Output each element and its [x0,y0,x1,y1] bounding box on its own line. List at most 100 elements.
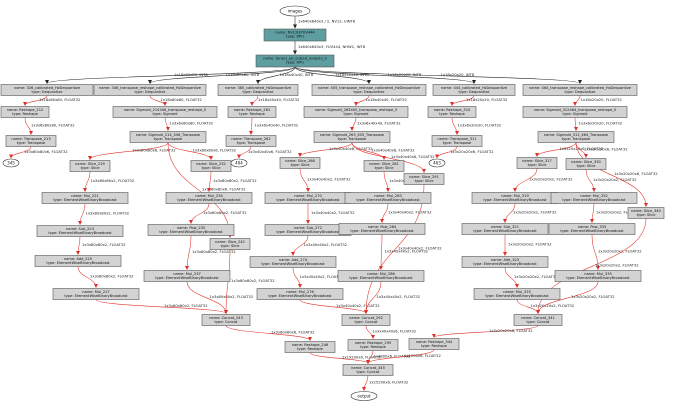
node-type: type: Concat [215,320,239,324]
edge-c292-to-r295 [365,325,375,339]
edge-label: 1x3x40x40x6, FLOAT32 [329,147,373,151]
node-type: type: ElementWiseBinaryBroadcast [560,229,624,233]
edge-label: 1x3x40x40x2, FLOAT32 [307,178,351,182]
edge-tn-to-q326 [45,66,296,84]
node-images[interactable]: images [279,5,311,17]
node-type: type: ElementWiseBinaryBroadcast [64,294,128,298]
node-output[interactable]: output [350,391,378,401]
edge-label: 1x3x80x80x2, FLOAT32 [231,279,275,283]
node-name: name: Mul_270 [294,194,322,198]
edge-label: 1x18x20x20, INT8 [441,73,475,77]
edge-label: 1x3x80x80x2, FLOAT32 [210,295,254,299]
node-q464[interactable]: name: 464_transpose_reshape_calibrated_H… [522,84,638,96]
edge-label: 1x3x80x80x6, FLOAT32 [132,149,176,153]
edge-t213-to-o345 [9,146,32,159]
edge-label: 1x3x80x80x2, FLOAT32 [91,179,135,183]
node-o463[interactable]: 463 [428,158,446,168]
node-type: type: ElementWiseBinaryBroadcast [177,198,241,202]
edge-label: 1x3x80x80x2, FLOAT32 [192,250,236,254]
node-type: type: ElementWiseBinaryBroadcast [349,276,413,280]
edge-r261-to-t262 [249,117,254,135]
edge-m332-to-pw333 [590,203,595,223]
node-name: name: 385_calibrated_HzDequantize [225,86,292,90]
node-type: type: Dequantize [135,90,167,94]
node-name: name: Concat_345 [351,366,385,370]
edge-label: 1x3x20x20x2, FLOAT32 [531,304,575,308]
edge-label: 1x18x80x80, INT8 [226,73,260,77]
edge-m221-to-sb223 [78,203,86,225]
edge-pw284-to-m286 [379,234,384,270]
node-sg312[interactable]: name: Sigmoid_312464_transpose_reshape_0… [522,106,628,118]
node-o404[interactable]: 404 [230,158,248,168]
edge-label: 1x3x40x40x2, FLOAT32 [304,243,348,247]
node-name: name: Pow_235 [177,226,205,230]
node-sg214[interactable]: name: Sigmoid_214346_transpose_reshape_0… [112,106,218,118]
edge-label: 1x1200x6, FLOAT32 [404,354,441,358]
node-name: name: 346_transpose_reshape_calibrated_H… [99,86,202,90]
edge-label: 1x18x20x20, FLOAT32 [466,98,507,102]
node-q405[interactable]: name: 405_transpose_reshape_calibrated_H… [311,84,427,96]
node-name: name: Sigmoid_312_464_Transpose [544,133,609,137]
node-o345[interactable]: 345 [2,158,20,168]
node-label: 404 [235,160,243,165]
node-name: name: Slice_291 [409,175,439,179]
edge-q346-to-sg214 [149,95,167,106]
node-sg263[interactable]: name: Sigmoid_263405_transpose_reshape_0… [303,106,409,118]
node-name: name: Mul_286 [367,272,395,276]
node-q346[interactable]: name: 346_transpose_reshape_calibrated_H… [93,84,207,96]
node-name: name: Mul_227 [82,290,110,294]
